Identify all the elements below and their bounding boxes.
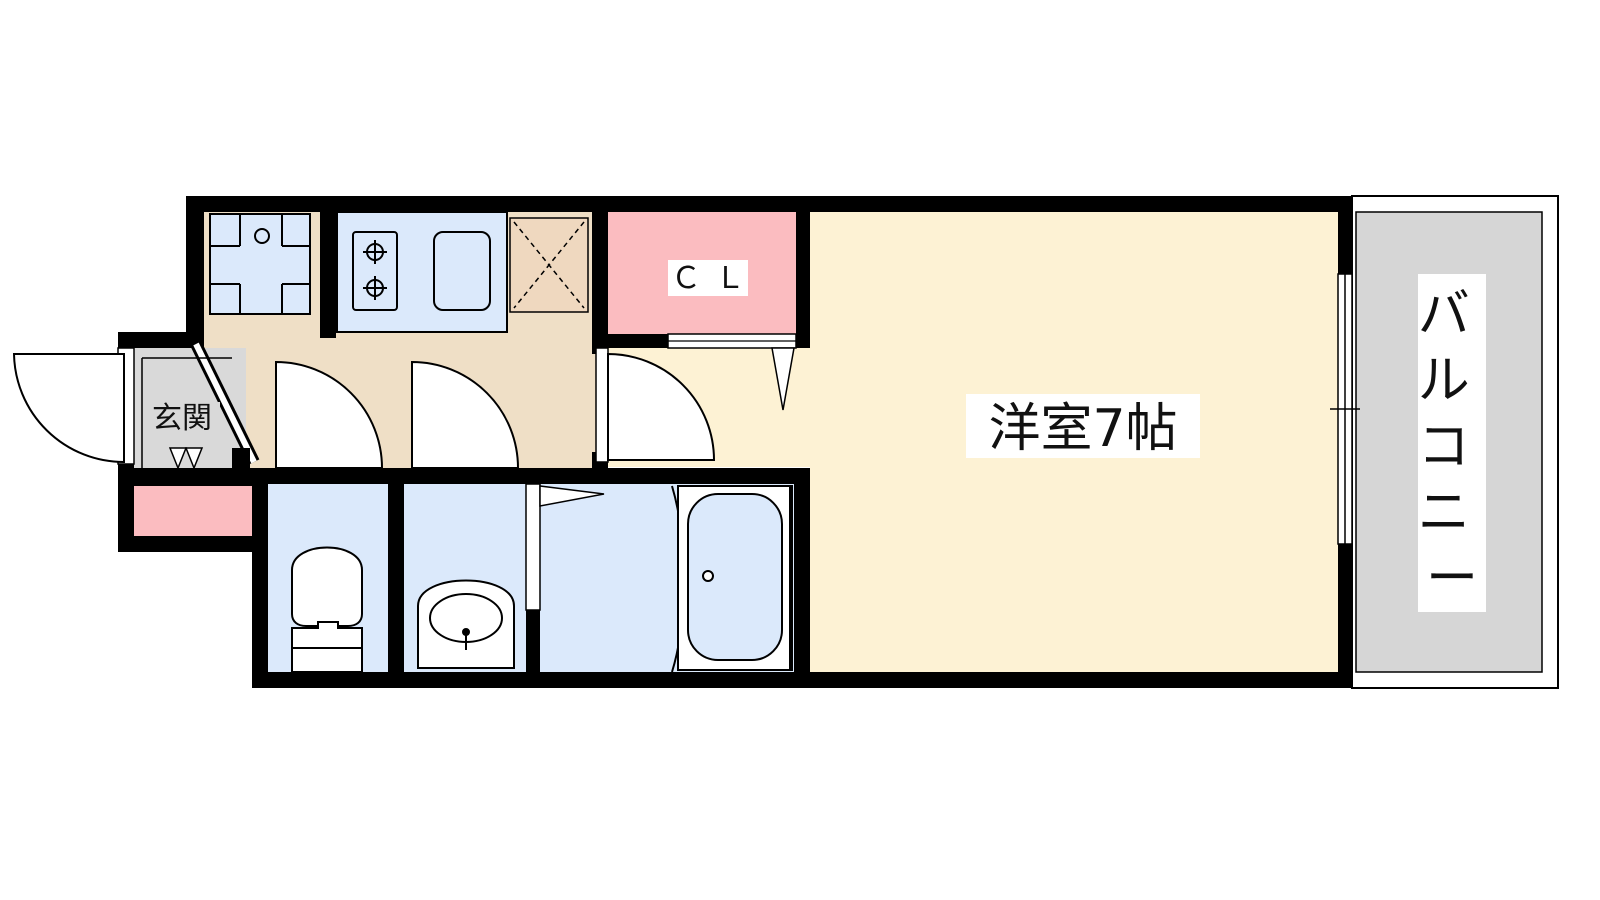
balcony-label: バ ル コ ニ ー: [1418, 285, 1487, 609]
closet-label: ＣＬ: [671, 261, 759, 296]
refrigerator-icon: [513, 221, 585, 309]
entrance-label: 玄関: [152, 401, 212, 436]
washroom-door: [411, 360, 520, 469]
closet-label-group: ＣＬ: [668, 260, 759, 296]
stove-icon: [352, 231, 398, 311]
bathroom-door: [525, 483, 605, 611]
shoe-cabinet: [134, 486, 252, 536]
bathtub-icon: [671, 485, 793, 673]
entrance-label-group: 玄関: [146, 401, 220, 436]
kitchen-sink-icon: [433, 231, 491, 311]
walls: [118, 196, 1352, 688]
toilet-door: [275, 360, 384, 469]
balcony-label-char: ル: [1418, 351, 1470, 411]
closet-sliding-door: [667, 333, 797, 411]
balcony-label-char: ニ: [1418, 483, 1470, 543]
toilet-icon: [291, 546, 363, 673]
kitchen-counter: [336, 211, 508, 333]
washer-pan-icon: [210, 214, 310, 314]
washing-machine-space: [209, 213, 311, 315]
western-room-label: 洋室7帖: [988, 399, 1177, 459]
entrance-inner-door: [141, 341, 260, 471]
balcony-label-group: バ ル コ ニ ー: [1418, 274, 1487, 612]
western-room-label-group: 洋室7帖: [966, 394, 1200, 459]
balcony-label-char: バ: [1418, 285, 1470, 345]
balcony-label-char: ー: [1426, 549, 1478, 609]
balcony-label-char: コ: [1418, 417, 1470, 477]
room-door: [595, 347, 716, 463]
front-door: [12, 347, 135, 465]
balcony-window: [1330, 273, 1360, 545]
wash-basin-icon: [417, 579, 515, 669]
